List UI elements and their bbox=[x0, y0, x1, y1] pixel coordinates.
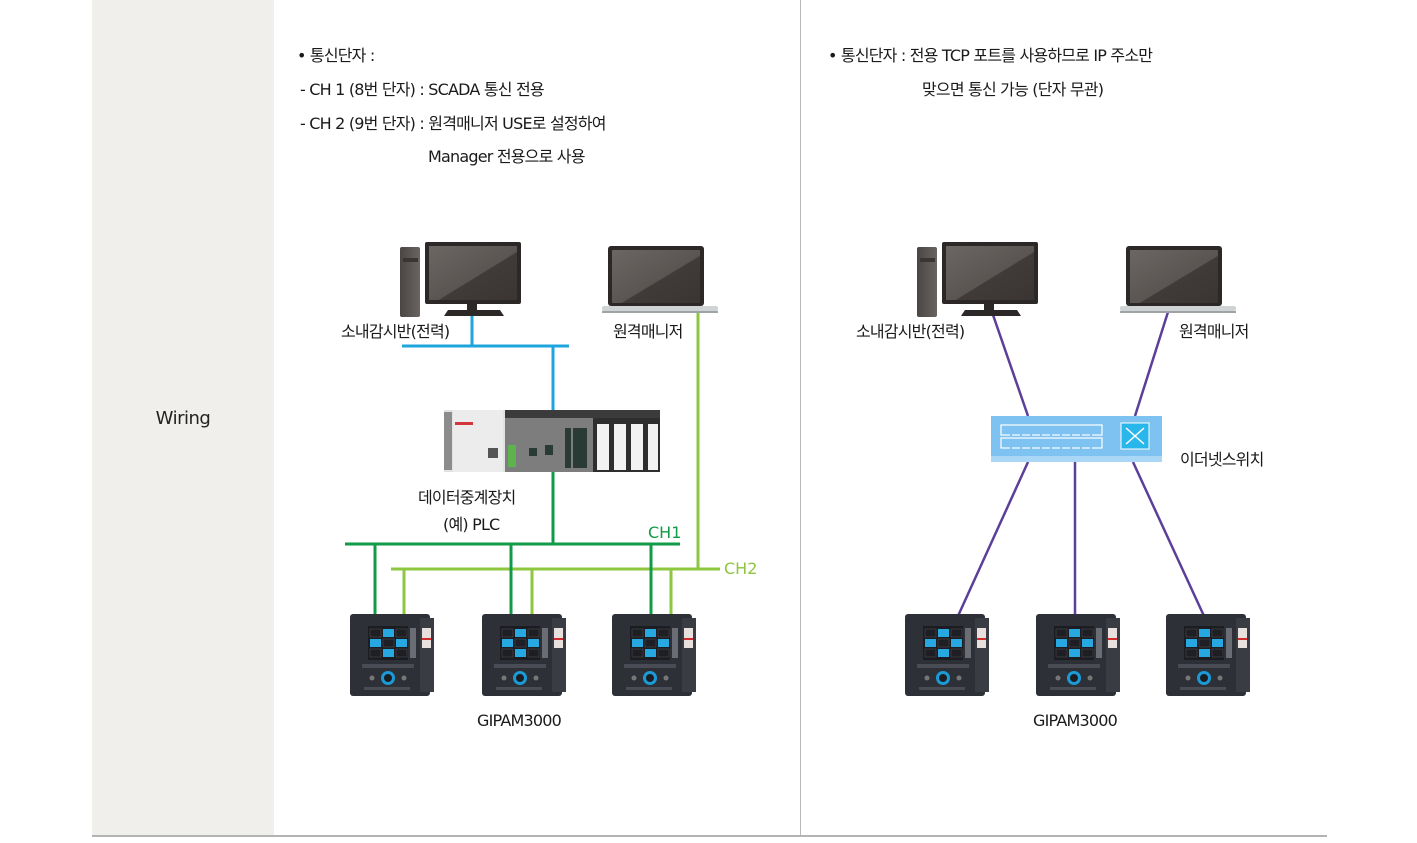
ch2-label: CH2 bbox=[724, 559, 758, 578]
ethernet-lines bbox=[956, 311, 1206, 617]
left-note-ch2: - CH 2 (9번 단자) : 원격매니저 USE로 설정하여 bbox=[300, 114, 606, 133]
left-note-heading: • 통신단자 : bbox=[297, 46, 375, 65]
right-note-cont: 맞으면 통신 가능 (단자 무관) bbox=[922, 80, 1104, 99]
relay-icon-5 bbox=[1035, 613, 1121, 697]
scada-network-lines bbox=[402, 312, 569, 410]
right-monitoring-pc-label: 소내감시반(전력) bbox=[856, 322, 965, 341]
ethernet-switch-label: 이더넷스위치 bbox=[1180, 450, 1264, 469]
ch1-label: CH1 bbox=[648, 523, 682, 542]
right-remote-manager-label: 원격매니저 bbox=[1179, 322, 1249, 341]
monitoring-pc-icon-right bbox=[917, 242, 1038, 317]
relay-icon-2 bbox=[481, 613, 567, 697]
plc-label-line1: 데이터중계장치 bbox=[418, 488, 516, 507]
bottom-rule bbox=[92, 835, 1327, 837]
right-note-heading: • 통신단자 : 전용 TCP 포트를 사용하므로 IP 주소만 bbox=[828, 46, 1153, 65]
left-relay-label: GIPAM3000 bbox=[477, 711, 562, 730]
laptop-icon-right bbox=[1120, 246, 1236, 313]
monitoring-pc-icon bbox=[400, 242, 521, 317]
ethernet-switch-icon bbox=[991, 416, 1162, 462]
left-monitoring-pc-label: 소내감시반(전력) bbox=[341, 322, 450, 341]
relay-icon-1 bbox=[349, 613, 435, 697]
relay-icon-4 bbox=[904, 613, 990, 697]
row-label-column: Wiring bbox=[92, 0, 274, 836]
plc-icon bbox=[444, 410, 660, 472]
column-divider bbox=[800, 0, 801, 836]
laptop-icon bbox=[602, 246, 718, 313]
left-remote-manager-label: 원격매니저 bbox=[613, 322, 683, 341]
ch2-lines bbox=[391, 312, 720, 618]
ch1-lines bbox=[345, 470, 680, 618]
plc-label-line2: (예) PLC bbox=[443, 515, 500, 534]
relay-icon-3 bbox=[611, 613, 697, 697]
row-label: Wiring bbox=[155, 408, 211, 429]
right-relay-label: GIPAM3000 bbox=[1033, 711, 1118, 730]
left-note-ch2-cont: Manager 전용으로 사용 bbox=[428, 147, 585, 166]
relay-icon-6 bbox=[1165, 613, 1251, 697]
left-note-ch1: - CH 1 (8번 단자) : SCADA 통신 전용 bbox=[300, 80, 545, 99]
